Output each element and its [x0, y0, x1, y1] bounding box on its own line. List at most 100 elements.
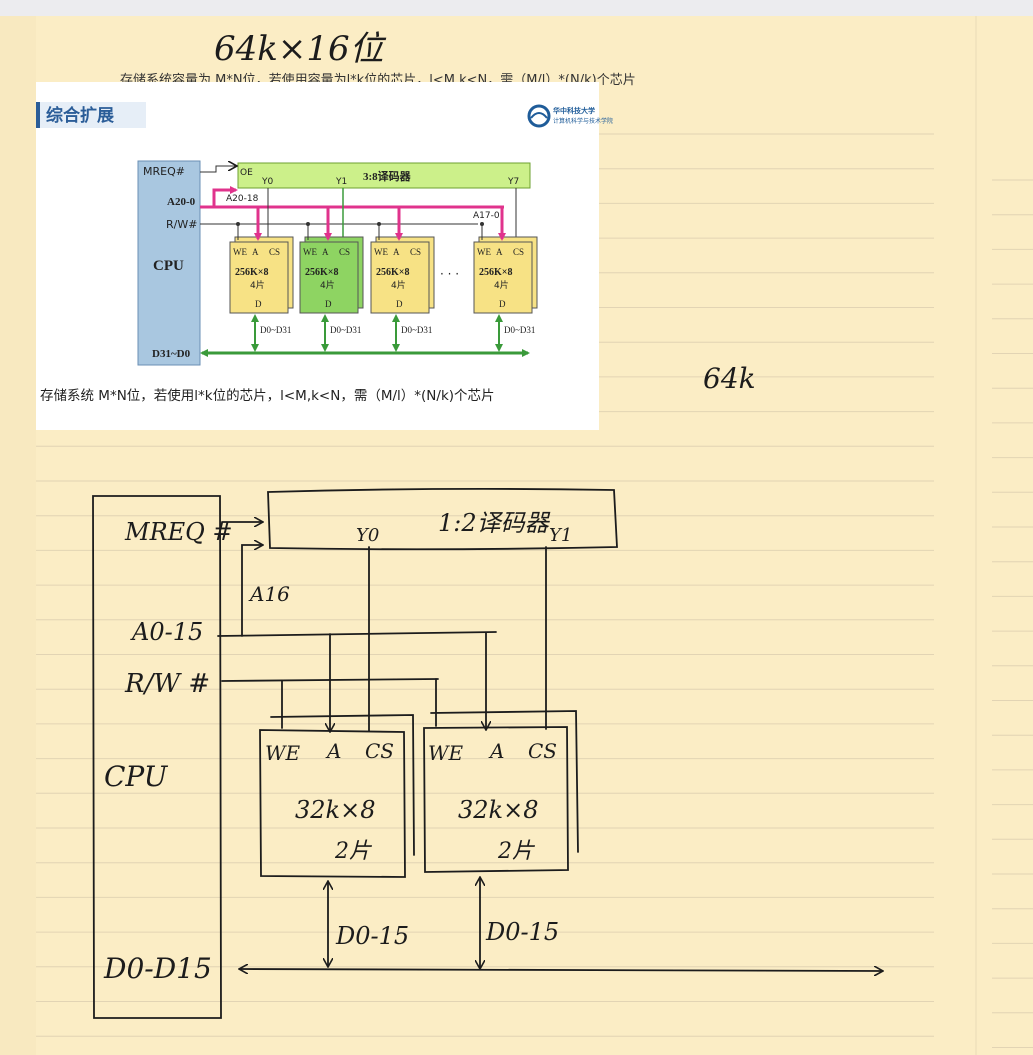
- slide-addr-high-label: A20-18: [226, 194, 259, 204]
- slide-title-strip: [36, 102, 146, 128]
- sketch-decoder-label: 1:2译码器: [438, 509, 551, 537]
- slide-chip-label: 256K×8: [376, 267, 409, 278]
- sketch-labels: MREQ # A0-15 R/W # CPU D0-D15 1:2译码器 Y0 …: [103, 509, 572, 985]
- sketch-rw-wire: [221, 678, 439, 682]
- sketch-chip-count: 2片: [334, 839, 373, 864]
- sketch-chip-pin-a: A: [488, 739, 504, 763]
- sketch-chip-count: 2片: [497, 839, 536, 864]
- logo-line-1: 华中科技大学: [553, 106, 595, 115]
- slide-chip-count: 4片: [320, 279, 335, 291]
- slide-ellipsis: · · ·: [440, 267, 459, 281]
- sketch-bus-label-2: D0-15: [485, 918, 559, 946]
- hand-sketch: [92, 487, 882, 1019]
- slide-chip-pin-cs: CS: [410, 247, 421, 257]
- slide-chip-pin-cs: CS: [339, 247, 350, 257]
- slide-decoder-y0: Y0: [261, 177, 273, 187]
- sketch-chip-label: 32k×8: [458, 796, 538, 824]
- sketch-a16-wire: [241, 545, 262, 637]
- slide-chip-pin-we: WE: [233, 247, 247, 257]
- slide-chip-d-pin: D: [499, 299, 506, 309]
- logo-emblem-icon: [527, 104, 551, 128]
- slide-chip-pin-we: WE: [477, 247, 491, 257]
- sketch-bus-label-1: D0-15: [335, 922, 409, 950]
- slide-chip-label: 256K×8: [235, 267, 268, 278]
- top-bar: [0, 0, 1033, 16]
- slide-decoder-label: 3:8译码器: [363, 170, 412, 183]
- slide-chip-body: [473, 241, 533, 314]
- slide-chip-pin-we: WE: [303, 247, 317, 257]
- slide-chip-we-node: [236, 222, 240, 226]
- slide-chip-pin-a: A: [393, 247, 400, 257]
- slide-chip-pin-a: A: [322, 247, 329, 257]
- slide-chip-count: 4片: [250, 279, 265, 291]
- slide-decoder-y1: Y1: [335, 177, 347, 187]
- pasted-slide: 存储系统容量为 M*N位，若使用容量为l*k位的芯片，l<M,k<N，需（M/l…: [36, 72, 636, 430]
- sketch-chip2-back: [430, 710, 579, 853]
- sketch-chip1-front: [259, 729, 406, 878]
- sketch-cpu-box: [92, 495, 222, 1019]
- slide-chip-pin-cs: CS: [269, 247, 280, 257]
- slide-chip-count: 4片: [494, 279, 509, 291]
- slide-chip-count: 4片: [391, 279, 406, 291]
- slide-chip-label: 256K×8: [305, 267, 338, 278]
- slide-addr-low-label: A17-0: [473, 211, 500, 221]
- slide-mreq-wire: [200, 166, 236, 173]
- slide-chip-we-node: [377, 222, 381, 226]
- slide-decoder-box: [237, 162, 531, 189]
- sketch-chip-pin-we: WE: [428, 741, 464, 765]
- university-logo: 华中科技大学 计算机科学与技术学院: [527, 104, 613, 128]
- side-note: 64k: [703, 362, 756, 395]
- sketch-a16-label: A16: [248, 582, 290, 606]
- sketch-decoder-box: [267, 487, 618, 551]
- slide-caption: 存储系统 M*N位，若使用l*k位的芯片，l<M,k<N，需（M/l）*(N/k…: [40, 387, 495, 404]
- slide-chip-pin-we: WE: [374, 247, 388, 257]
- logo-line-2: 计算机科学与技术学院: [553, 117, 613, 125]
- sketch-mreq-label: MREQ #: [124, 518, 233, 546]
- slide-data-label: D31~D0: [152, 348, 191, 360]
- paper-margin: [0, 16, 36, 1055]
- sketch-y0-label: Y0: [356, 525, 379, 546]
- sketch-chip-pin-we: WE: [265, 741, 301, 765]
- slide-crop-mask: [36, 82, 599, 86]
- slide-chip-pin-a: A: [496, 247, 503, 257]
- slide-decoder-oe: OE: [240, 168, 253, 178]
- sketch-addr-bus: [217, 631, 497, 637]
- sketch-chip-label: 32k×8: [295, 796, 375, 824]
- slide-chip-we-node: [480, 222, 484, 226]
- slide-cpu-label: CPU: [153, 258, 184, 274]
- slide-rw-label: R/W#: [166, 218, 197, 231]
- slide-chip-we-node: [306, 222, 310, 226]
- slide-decoder-y7: Y7: [507, 177, 519, 187]
- handwritten-title: 64k×16位: [214, 29, 387, 69]
- slide-cpu-box: [137, 160, 201, 366]
- slide-chip-d-pin: D: [255, 299, 262, 309]
- sketch-cpu-label: CPU: [104, 760, 169, 793]
- slide-chip-bus-label: D0~D31: [504, 325, 535, 335]
- slide-chip-pin-a: A: [252, 247, 259, 257]
- slide-chip-bus-label: D0~D31: [330, 325, 361, 335]
- sketch-chip: WE A CS 32k×8 2片: [428, 739, 557, 864]
- slide-chip-body: [229, 241, 289, 314]
- slide-chip-bus-label: D0~D31: [401, 325, 432, 335]
- slide-chip-d-pin: D: [396, 299, 403, 309]
- sketch-chip-pin-cs: CS: [528, 739, 557, 763]
- sketch-chip1-back: [270, 714, 415, 856]
- slide-chip-body: [299, 241, 359, 314]
- sketch-chip-pin-a: A: [325, 739, 341, 763]
- slide-chip-bus-label: D0~D31: [260, 325, 291, 335]
- slide-chip-label: 256K×8: [479, 267, 512, 278]
- slide-title-accent: [36, 102, 40, 128]
- slide-chip-body: [370, 241, 430, 314]
- slide-addr-label: A20-0: [167, 196, 196, 208]
- slide-chip-pin-cs: CS: [513, 247, 524, 257]
- sketch-y1-label: Y1: [549, 525, 572, 546]
- sketch-rw-label: R/W #: [124, 669, 210, 699]
